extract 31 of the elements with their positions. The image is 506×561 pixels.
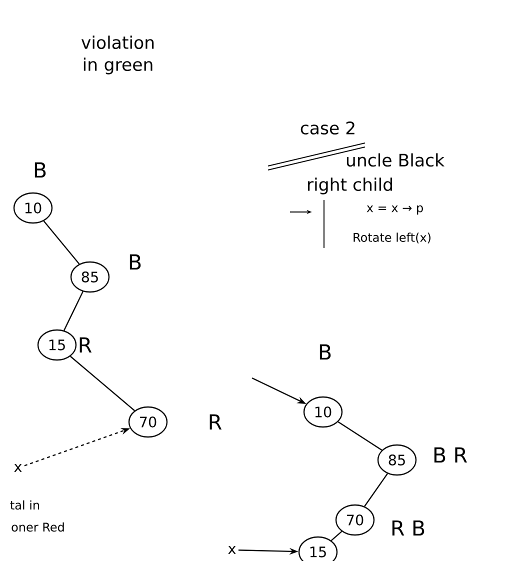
tree-edge (43, 220, 80, 264)
handwritten-note: violation in green (81, 36, 154, 74)
color-letter: B (34, 162, 46, 178)
tree-node: 15 (298, 536, 338, 561)
tree-edge (70, 356, 135, 412)
handwritten-note: tal in (10, 500, 40, 510)
handwritten-note: right child (308, 178, 392, 194)
color-letter: B (130, 254, 141, 270)
handwritten-note: case 2 (300, 121, 354, 135)
color-letter: B (320, 344, 331, 360)
color-letter: B R (434, 447, 467, 463)
tree-edge (64, 291, 84, 331)
pointer-label: x (228, 546, 236, 554)
handwritten-note: uncle Black (346, 153, 444, 167)
handwritten-note: x = x → p (366, 205, 423, 215)
tree-node: 70 (335, 504, 375, 536)
color-letter: R B (392, 520, 424, 536)
handwritten-note: Rotate left(x) (354, 232, 430, 244)
pointer-label: x (14, 464, 22, 472)
handwritten-note: oner Red (12, 522, 64, 532)
tree-edge (364, 473, 388, 507)
tree-node: 85 (377, 444, 417, 476)
tree-node: 70 (128, 406, 168, 438)
tree-node: 10 (303, 396, 343, 428)
color-letter: R (80, 337, 92, 353)
tree-node: 15 (37, 329, 77, 361)
color-letter: R (210, 414, 222, 430)
tree-node: 85 (70, 261, 110, 293)
tree-node: 10 (13, 192, 53, 224)
tree-edge (330, 531, 342, 541)
tree-edge (338, 421, 382, 451)
